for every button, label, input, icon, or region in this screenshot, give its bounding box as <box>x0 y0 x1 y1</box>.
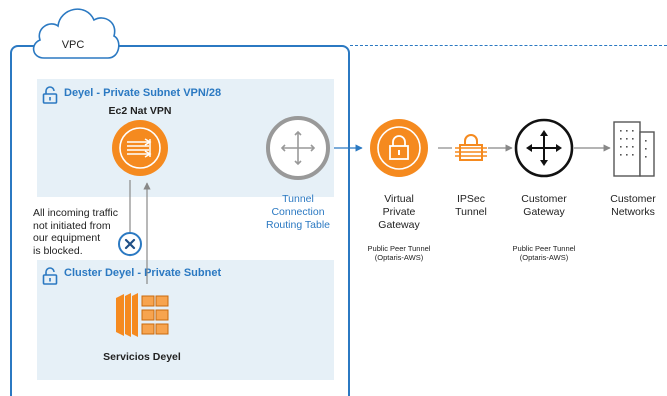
subnet-cluster <box>37 260 334 380</box>
servicios-deyel-label: Servicios Deyel <box>103 351 181 363</box>
lock-icon <box>42 267 58 285</box>
customer-networks-label: Customer Networks <box>610 193 656 218</box>
subnet-title-cluster: Cluster Deyel - Private Subnet <box>64 267 222 279</box>
vpc-boundary-dashed-line <box>350 45 667 46</box>
customer-gateway-label: Customer Gateway <box>521 193 567 218</box>
lock-icon <box>42 86 58 104</box>
routing-table-label: Tunnel Connection Routing Table <box>265 193 331 231</box>
virtual-gateway-note: Public Peer Tunnel (Optaris-AWS) <box>367 244 431 262</box>
subnet-title-nat-vpn: Deyel - Private Subnet VPN/28 <box>64 87 222 99</box>
ec2-nat-vpn-label: Ec2 Nat VPN <box>108 105 172 117</box>
router-icon[interactable] <box>264 114 332 182</box>
blocked-close-icon <box>118 232 142 256</box>
ipsec-tunnel-label: IPSec Tunnel <box>455 193 487 218</box>
office-building-icon[interactable] <box>612 118 656 178</box>
vpc-container <box>10 45 350 396</box>
blocked-traffic-note: All incoming traffic not initiated from … <box>33 207 119 257</box>
container-cluster-icon[interactable] <box>112 290 172 340</box>
vpn-gateway-lock-icon[interactable] <box>368 117 430 179</box>
nat-gateway-icon[interactable] <box>109 117 171 179</box>
customer-gateway-router-icon[interactable] <box>513 117 575 179</box>
customer-gateway-note: Public Peer Tunnel (Optaris-AWS) <box>512 244 576 262</box>
ipsec-tunnel-lock-icon[interactable] <box>454 131 488 165</box>
vpc-cloud-icon <box>32 8 120 59</box>
virtual-gateway-label: Virtual Private Gateway <box>378 193 420 231</box>
vpc-label: VPC <box>61 39 85 51</box>
